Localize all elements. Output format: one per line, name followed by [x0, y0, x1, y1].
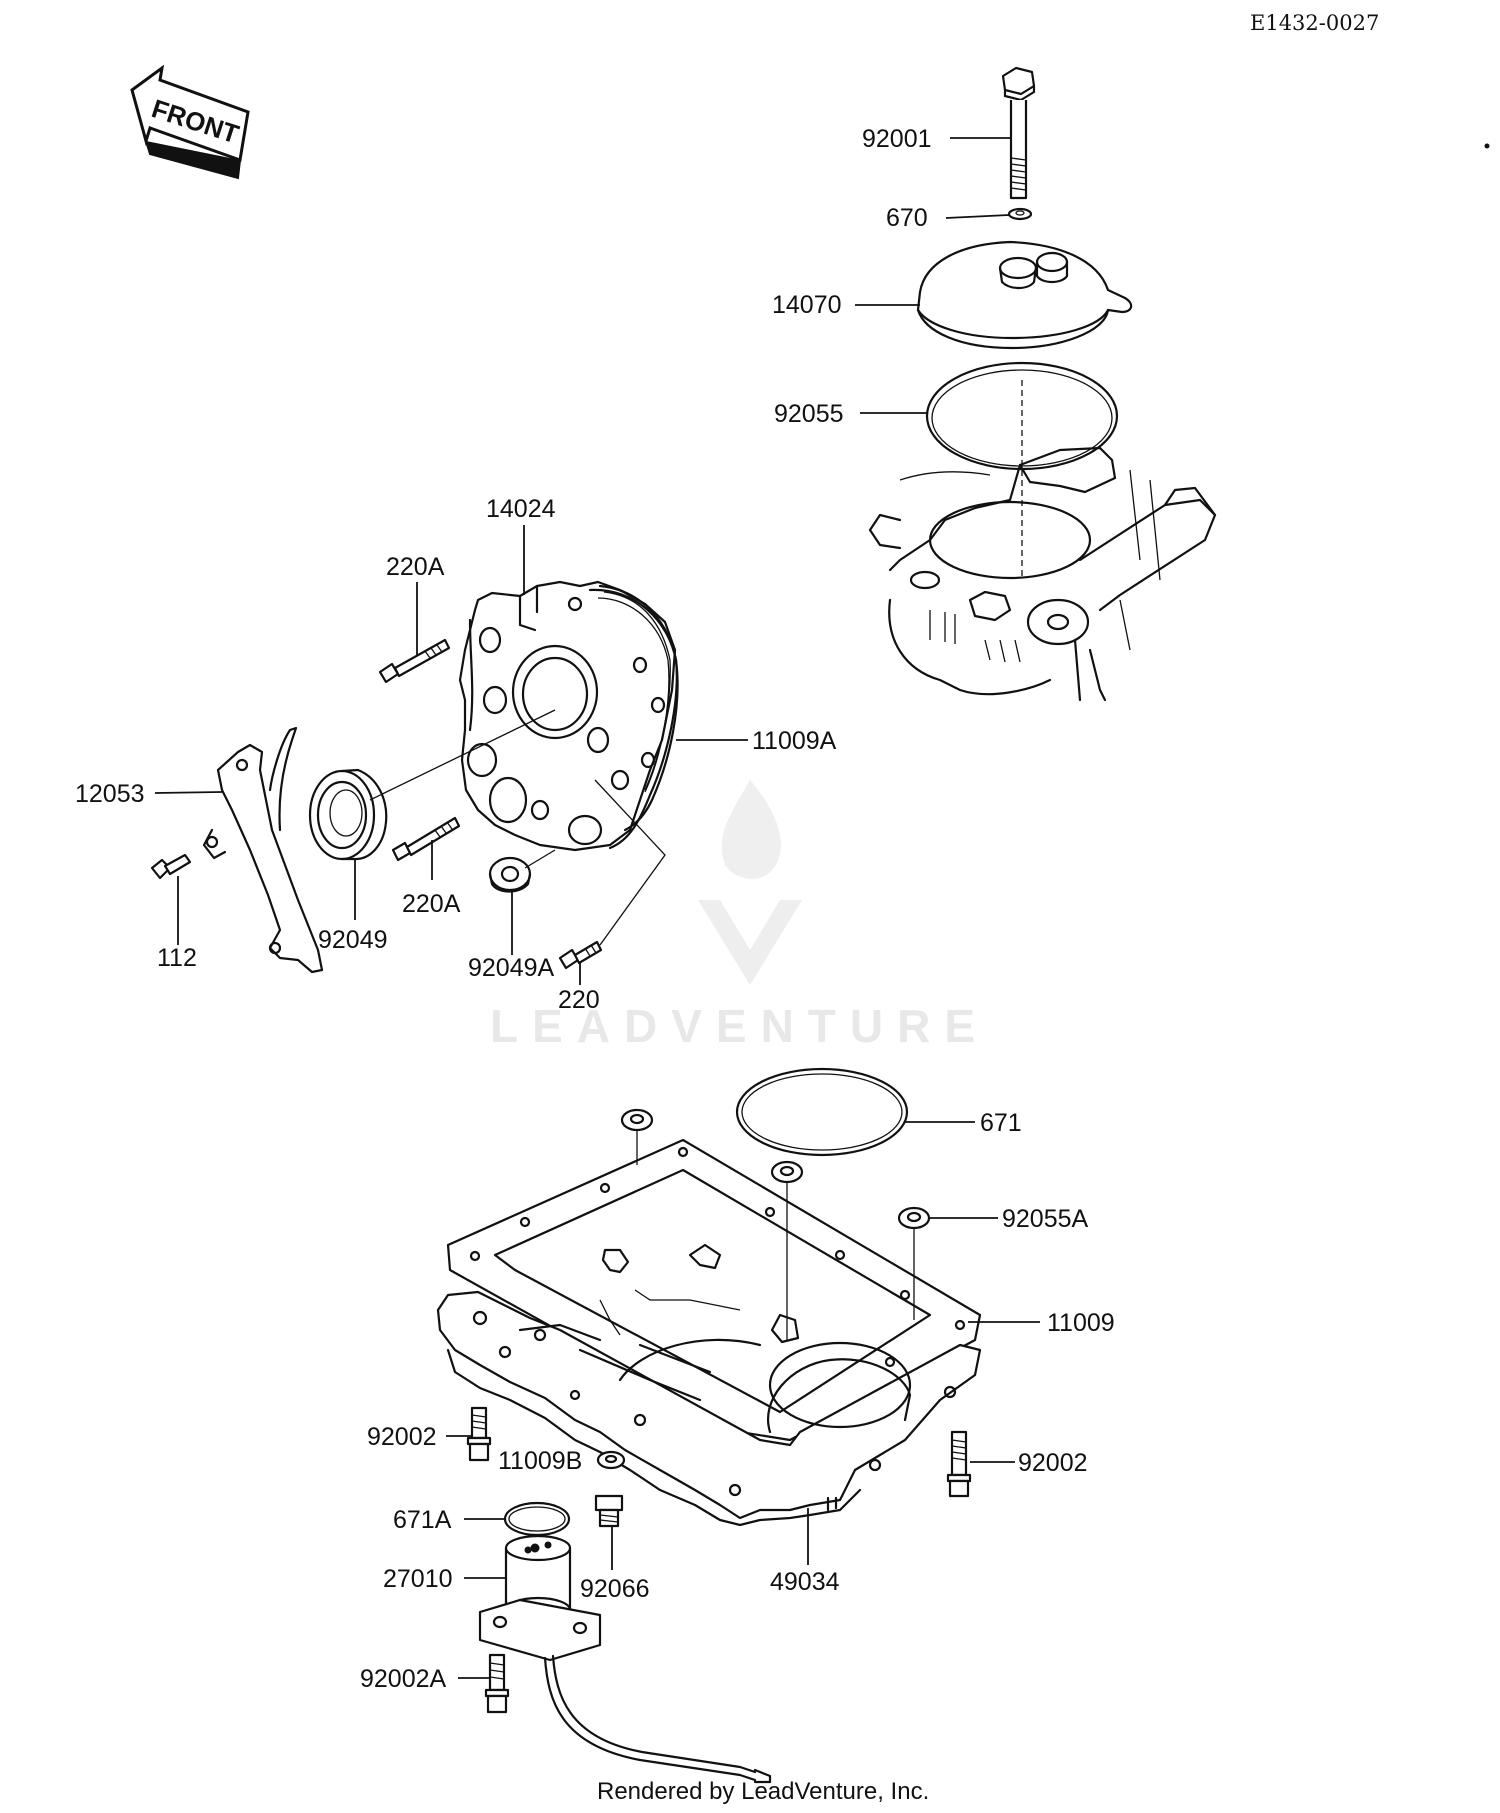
assembly-line-seal — [369, 709, 556, 801]
label-49034: 49034 — [770, 1568, 840, 1596]
gasket-11009A — [588, 588, 679, 832]
bolt-220 — [558, 940, 603, 970]
plug-92066 — [594, 1494, 624, 1528]
leader-12053 — [154, 791, 223, 794]
seal-92049A — [488, 856, 532, 893]
footer-credit: Rendered by LeadVenture, Inc. — [597, 1778, 929, 1805]
seal-92049 — [308, 768, 388, 861]
label-12053: 12053 — [75, 780, 145, 808]
label-671A: 671A — [393, 1506, 452, 1534]
label-220A-bot: 220A — [402, 890, 461, 918]
seal-center — [770, 1160, 804, 1184]
seal-11009B — [596, 1450, 626, 1470]
diagram-code: E1432-0027 — [1250, 11, 1379, 35]
label-112: 112 — [157, 944, 197, 972]
cap-14070 — [916, 240, 1133, 350]
bolt-92002A — [484, 1653, 510, 1714]
seal-92055A — [897, 1206, 931, 1230]
washer-670 — [1007, 207, 1033, 221]
bracket-12053 — [202, 726, 324, 974]
label-11009A: 11009A — [752, 727, 837, 755]
o-ring-671A — [503, 1501, 571, 1537]
watermark: LEADVENTURE — [490, 780, 989, 1052]
seal-top-left — [620, 1108, 654, 1132]
label-92002-left: 92002 — [367, 1423, 437, 1451]
bolt-220A-lower — [391, 816, 461, 862]
label-92001: 92001 — [862, 125, 932, 153]
front-arrow: FRONT — [130, 64, 250, 180]
label-11009B: 11009B — [498, 1447, 582, 1475]
crankcase-section — [868, 380, 1217, 702]
label-671: 671 — [980, 1109, 1022, 1137]
label-92055: 92055 — [774, 400, 844, 428]
watermark-text: LEADVENTURE — [490, 1000, 989, 1052]
label-27010: 27010 — [383, 1565, 453, 1593]
label-92002A: 92002A — [360, 1665, 447, 1693]
label-92049A: 92049A — [468, 954, 555, 982]
bolt-92002-left — [466, 1406, 492, 1462]
switch-27010 — [478, 1534, 772, 1784]
assembly-line-220 — [594, 779, 666, 946]
label-92055A: 92055A — [1002, 1205, 1089, 1233]
label-220A-top: 220A — [386, 553, 445, 581]
label-220: 220 — [558, 986, 600, 1014]
bolt-112 — [150, 853, 192, 880]
label-92002-right: 92002 — [1018, 1449, 1088, 1477]
leader-670 — [945, 214, 1010, 219]
oil-pan-49034 — [436, 1243, 982, 1527]
label-92049: 92049 — [318, 926, 388, 954]
label-11009: 11009 — [1047, 1309, 1115, 1337]
assembly-line-92049A — [524, 849, 556, 869]
label-670: 670 — [886, 204, 928, 232]
cover-14024 — [458, 580, 678, 852]
bolt-220A-upper — [378, 638, 451, 684]
bolt-92002-right — [946, 1430, 972, 1498]
bolt-92001 — [1001, 66, 1036, 200]
speck-mark — [1484, 143, 1490, 149]
label-14024: 14024 — [486, 495, 556, 523]
o-ring-671 — [735, 1067, 909, 1157]
label-14070: 14070 — [772, 291, 842, 319]
label-92066: 92066 — [580, 1575, 650, 1603]
